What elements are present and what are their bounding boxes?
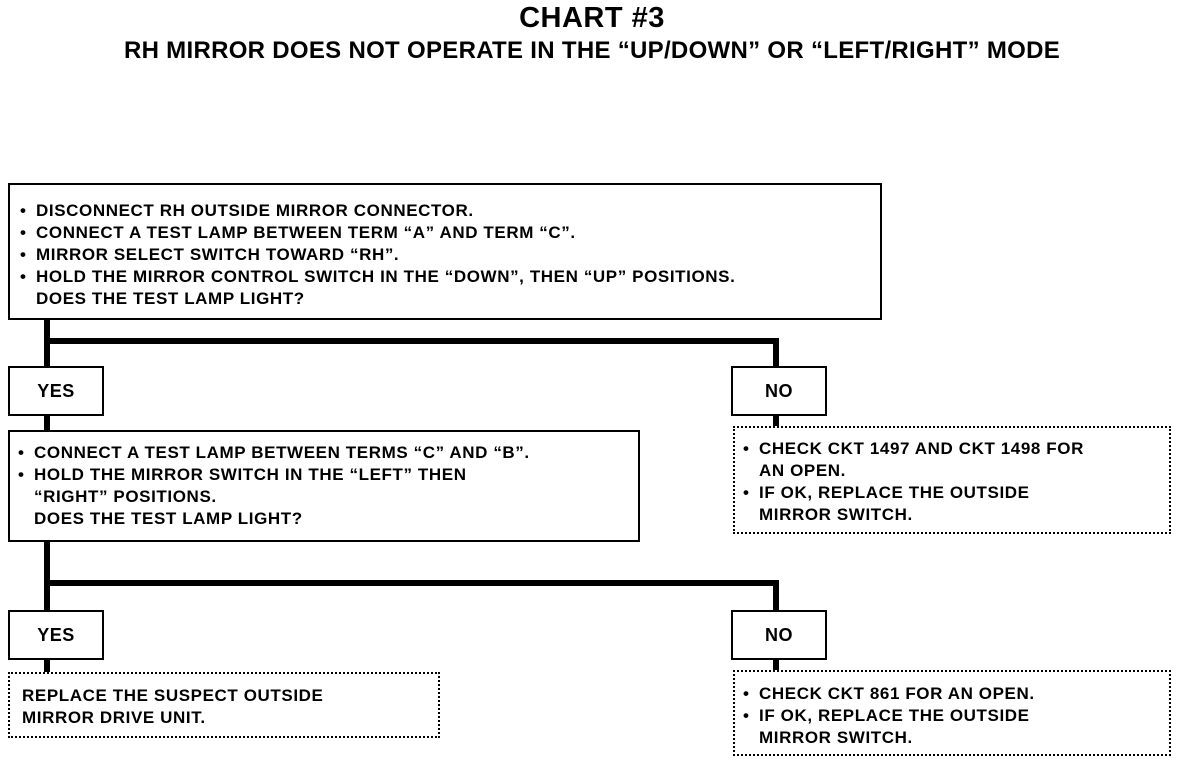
list-item: HOLD THE MIRROR SWITCH IN THE “LEFT” THE… [14,464,632,508]
yes-label-1: YES [8,366,104,416]
list-item: CHECK CKT 1497 AND CKT 1498 FOR AN OPEN. [739,438,1163,482]
chart-title: CHART #3 [519,2,665,34]
step1-list: DISCONNECT RH OUTSIDE MIRROR CONNECTOR. … [16,200,874,288]
no1-result-list: CHECK CKT 1497 AND CKT 1498 FOR AN OPEN.… [739,438,1163,526]
yes-label-2: YES [8,610,104,660]
no2-result-list: CHECK CKT 861 FOR AN OPEN. IF OK, REPLAC… [739,683,1163,749]
chart-subtitle: RH MIRROR DOES NOT OPERATE IN THE “UP/DO… [123,37,1061,64]
list-item: CONNECT A TEST LAMP BETWEEN TERMS “C” AN… [14,442,632,464]
list-item: HOLD THE MIRROR CONTROL SWITCH IN THE “D… [16,266,874,288]
list-item: IF OK, REPLACE THE OUTSIDE MIRROR SWITCH… [739,705,1163,749]
yes2-result-text: REPLACE THE SUSPECT OUTSIDE MIRROR DRIVE… [22,686,324,727]
step1-question: DOES THE TEST LAMP LIGHT? [36,289,305,308]
list-item: CHECK CKT 861 FOR AN OPEN. [739,683,1163,705]
no1-result-box: CHECK CKT 1497 AND CKT 1498 FOR AN OPEN.… [733,426,1171,534]
no-label-2: NO [731,610,827,660]
list-item: MIRROR SELECT SWITCH TOWARD “RH”. [16,244,874,266]
list-item: IF OK, REPLACE THE OUTSIDE MIRROR SWITCH… [739,482,1163,526]
step2-list: CONNECT A TEST LAMP BETWEEN TERMS “C” AN… [14,442,632,508]
no2-result-box: CHECK CKT 861 FOR AN OPEN. IF OK, REPLAC… [733,670,1171,756]
list-item: DISCONNECT RH OUTSIDE MIRROR CONNECTOR. [16,200,874,222]
no-label-1: NO [731,366,827,416]
yes2-result-box: REPLACE THE SUSPECT OUTSIDE MIRROR DRIVE… [8,672,440,738]
step1-box: DISCONNECT RH OUTSIDE MIRROR CONNECTOR. … [8,183,882,320]
step2-question: DOES THE TEST LAMP LIGHT? [34,509,303,528]
step2-box: CONNECT A TEST LAMP BETWEEN TERMS “C” AN… [8,430,640,542]
list-item: CONNECT A TEST LAMP BETWEEN TERM “A” AND… [16,222,874,244]
